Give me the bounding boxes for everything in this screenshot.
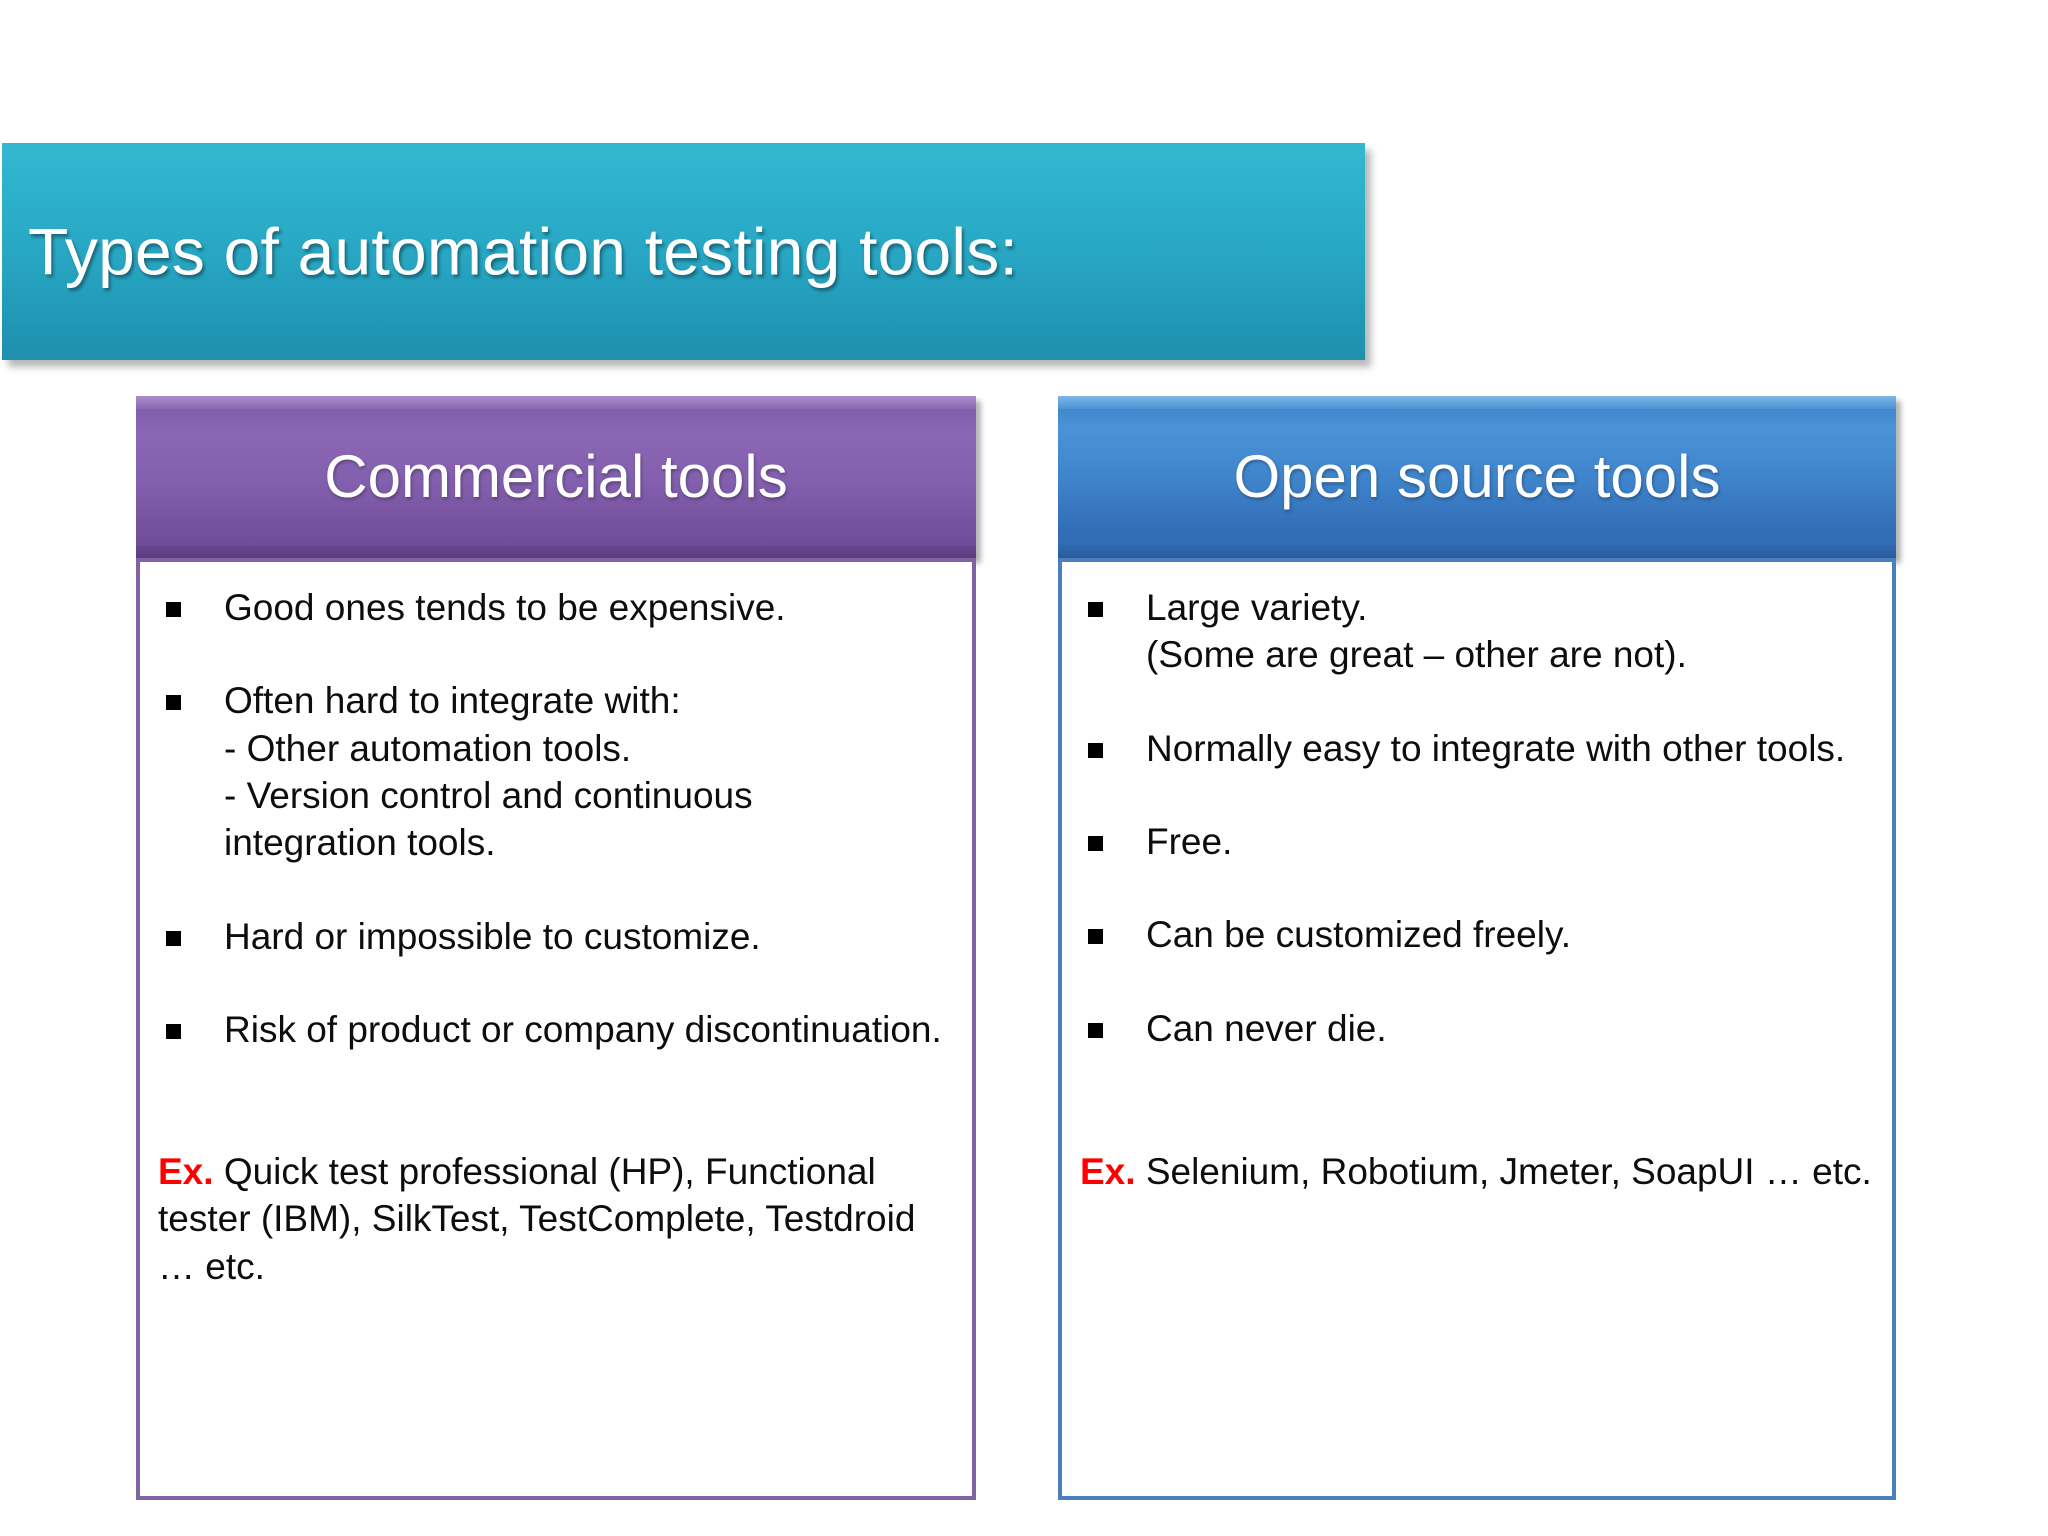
square-bullet-icon <box>1088 1022 1103 1038</box>
square-bullet-icon <box>1088 836 1103 852</box>
example-tag: Ex. <box>1080 1151 1136 1192</box>
square-bullet-icon <box>1088 929 1103 945</box>
square-bullet-icon <box>166 602 181 617</box>
column-header-commercial: Commercial tools <box>136 396 976 558</box>
square-bullet-icon <box>1088 602 1103 617</box>
bullet-text: Free. <box>1146 821 1233 863</box>
column-open-source-tools: Open source tools Large variety. (Some a… <box>1058 396 1896 1500</box>
bullet-text: Good ones tends to be expensive. <box>224 587 786 628</box>
example-tag: Ex. <box>158 1151 214 1192</box>
list-item: Can be customized freely. <box>1080 911 1874 958</box>
square-bullet-icon <box>166 1024 181 1040</box>
list-item: Can never die. <box>1080 1005 1874 1052</box>
slide-title-banner: Types of automation testing tools: <box>2 143 1365 360</box>
column-header-open-source: Open source tools <box>1058 396 1896 558</box>
column-body-commercial: Good ones tends to be expensive. Often h… <box>136 558 976 1500</box>
bullet-text: Risk of product or company discontinuati… <box>224 1009 942 1051</box>
list-item: Normally easy to integrate with other to… <box>1080 725 1874 772</box>
bullet-subline: integration tools. <box>224 822 496 864</box>
list-item: Often hard to integrate with: - Other au… <box>158 677 954 866</box>
example-open-source: Ex. Selenium, Robotium, Jmeter, SoapUI …… <box>1080 1148 1880 1195</box>
list-item: Large variety. (Some are great – other a… <box>1080 584 1874 679</box>
bullet-text: Normally easy to integrate with other to… <box>1146 727 1846 769</box>
example-text: Quick test professional (HP), Functional… <box>158 1151 916 1287</box>
column-commercial-tools: Commercial tools Good ones tends to be e… <box>136 396 976 1500</box>
list-item: Good ones tends to be expensive. <box>158 584 954 631</box>
bullet-subline: - Other automation tools. <box>224 727 632 769</box>
square-bullet-icon <box>166 930 181 946</box>
list-item: Risk of product or company discontinuati… <box>158 1006 954 1053</box>
square-bullet-icon <box>166 695 181 711</box>
bullet-subline: - Version control and continuous <box>224 775 753 817</box>
list-item: Hard or impossible to customize. <box>158 913 954 960</box>
bullet-subline: (Some are great – other are not). <box>1146 634 1687 676</box>
list-item: Free. <box>1080 818 1874 865</box>
example-commercial: Ex. Quick test professional (HP), Functi… <box>158 1148 958 1290</box>
bullet-list-open-source: Large variety. (Some are great – other a… <box>1080 584 1874 1052</box>
column-body-open-source: Large variety. (Some are great – other a… <box>1058 558 1896 1500</box>
square-bullet-icon <box>1088 742 1103 758</box>
bullet-list-commercial: Good ones tends to be expensive. Often h… <box>158 584 954 1054</box>
bullet-text: Large variety. <box>1146 587 1368 628</box>
example-text: Selenium, Robotium, Jmeter, SoapUI … etc… <box>1145 1151 1872 1192</box>
column-header-label: Open source tools <box>1233 443 1721 510</box>
bullet-text: Can be customized freely. <box>1146 914 1572 956</box>
bullet-text: Often hard to integrate with: <box>224 680 681 722</box>
bullet-text: Can never die. <box>1146 1007 1387 1049</box>
bullet-text: Hard or impossible to customize. <box>224 915 761 957</box>
column-header-label: Commercial tools <box>324 443 788 510</box>
page-title: Types of automation testing tools: <box>28 213 1019 288</box>
